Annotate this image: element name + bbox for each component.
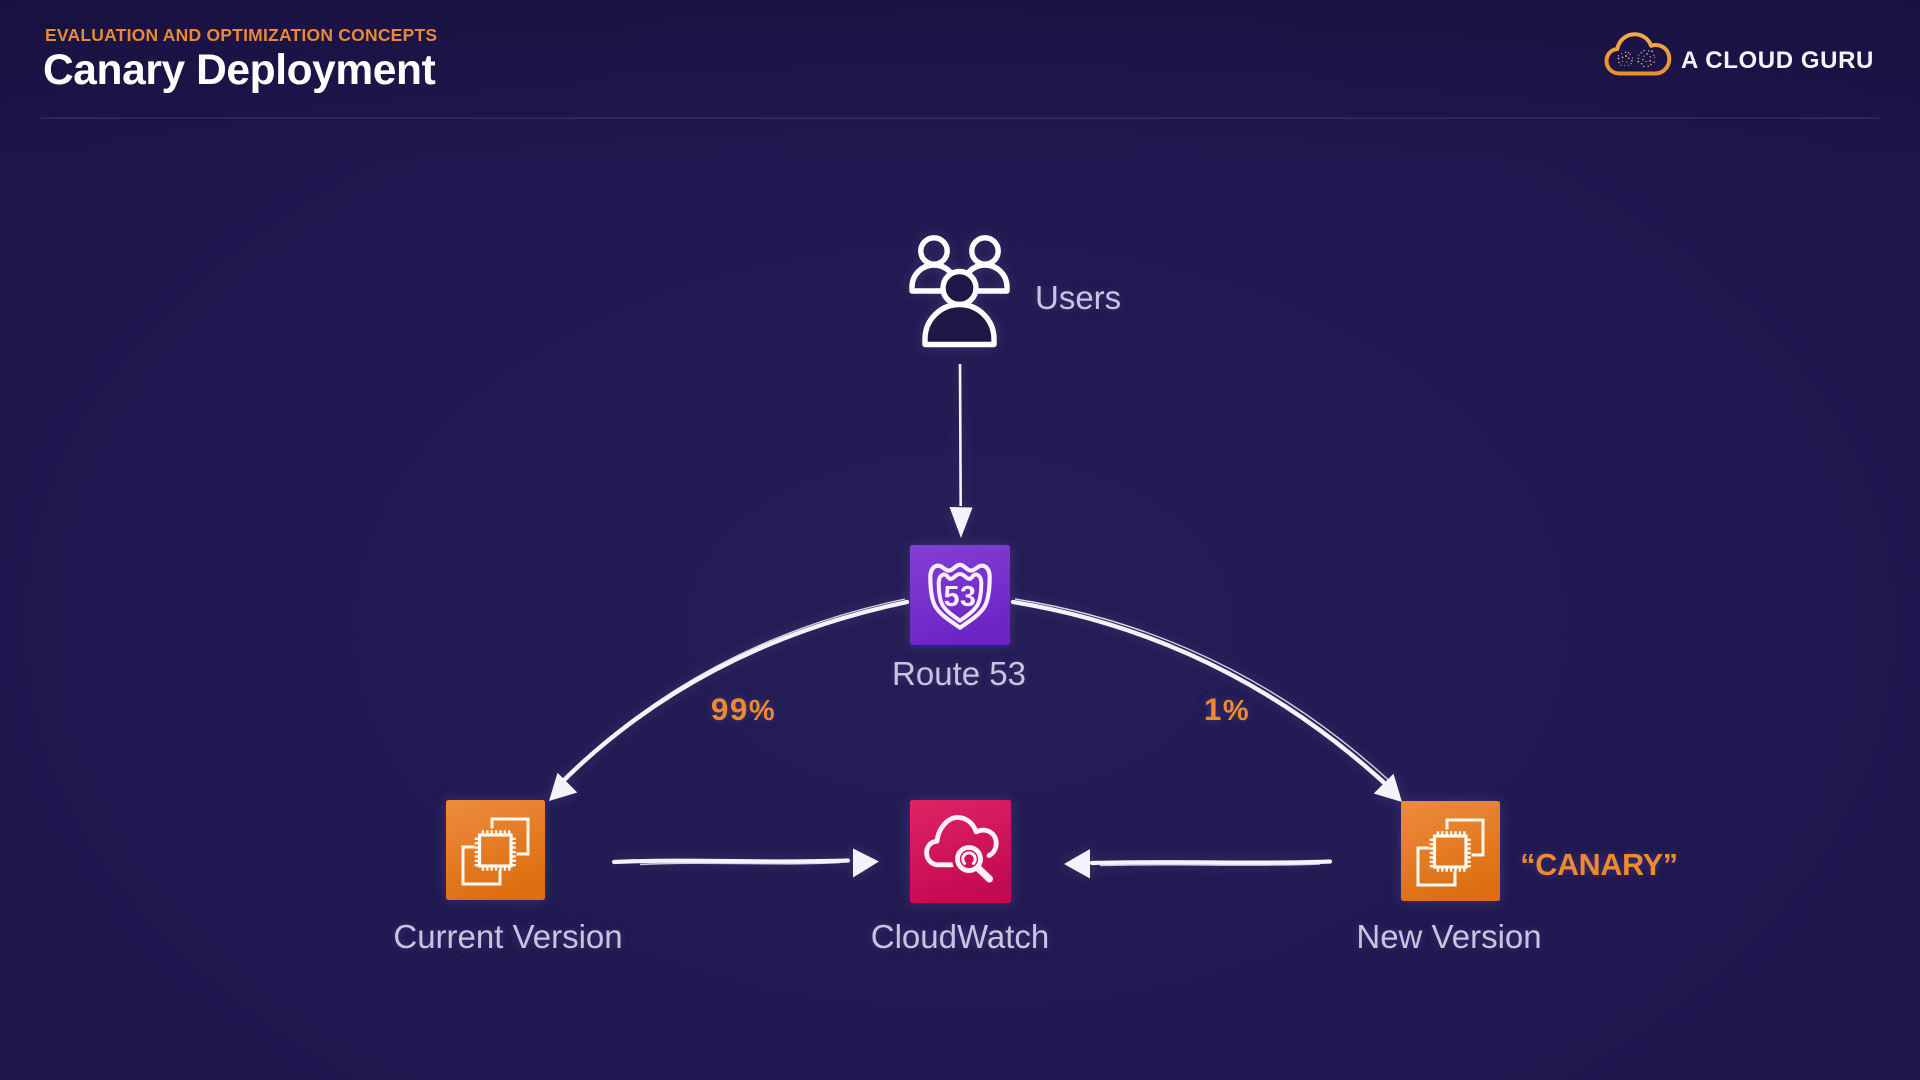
- svg-text:53: 53: [944, 581, 977, 613]
